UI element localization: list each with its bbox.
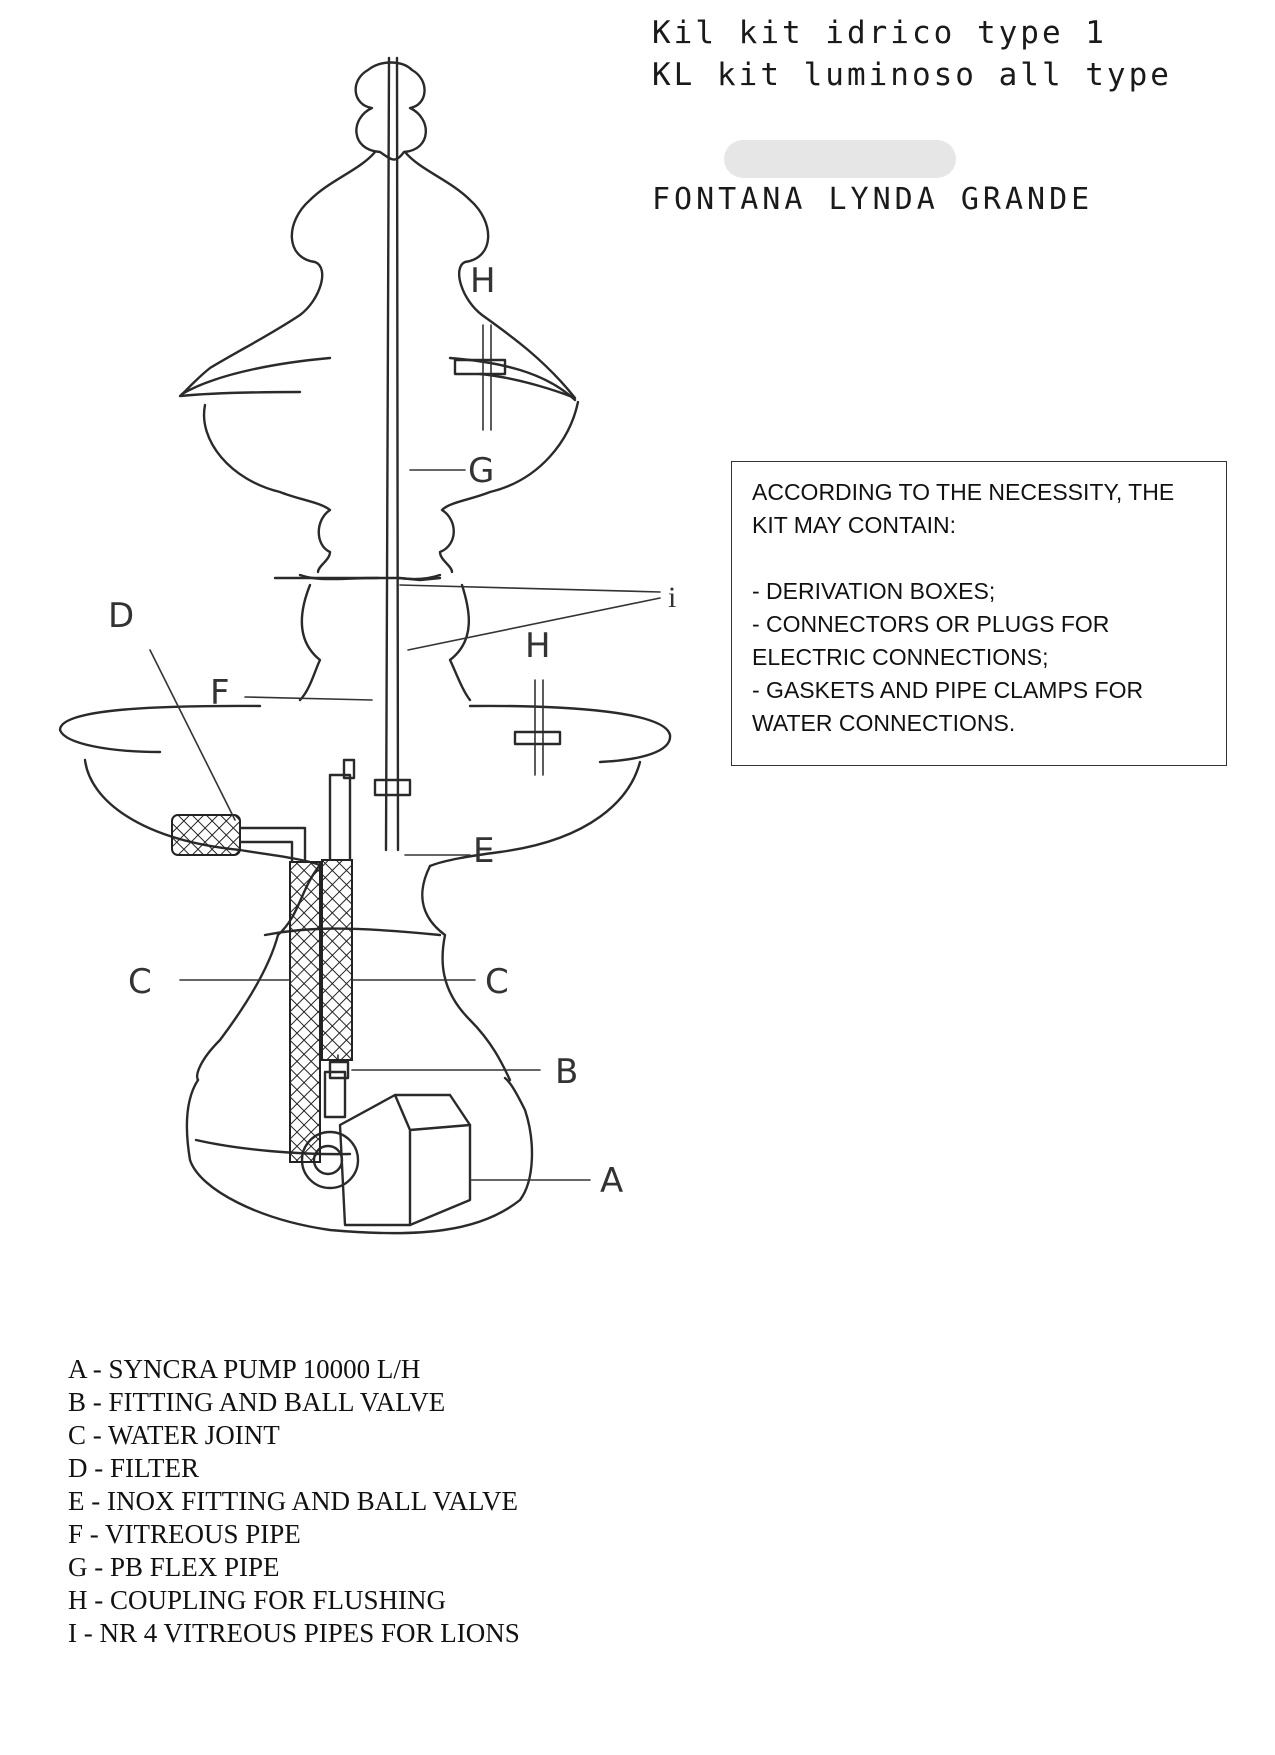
upper-tier xyxy=(178,150,577,400)
note-item: ELECTRIC CONNECTIONS; xyxy=(752,644,1049,670)
label-c-right: C xyxy=(485,962,509,1002)
water-pipe-c xyxy=(289,861,321,1163)
note-intro-line1: ACCORDING TO THE NECESSITY, THE xyxy=(752,479,1175,505)
kit-idrico-title: Kil kit idrico type 1 xyxy=(652,15,1107,51)
large-bowl-rim xyxy=(58,704,672,764)
label-h-middle: H xyxy=(525,626,551,666)
legend-item: A - SYNCRA PUMP 10000 L/H xyxy=(68,1354,421,1384)
label-h-top: H xyxy=(470,261,496,301)
base xyxy=(185,1076,534,1235)
label-i: i xyxy=(668,581,676,614)
legend-item: E - INOX FITTING AND BALL VALVE xyxy=(68,1486,518,1516)
legend-item: C - WATER JOINT xyxy=(68,1420,280,1450)
note-item: WATER CONNECTIONS. xyxy=(752,710,1016,736)
label-c-left: C xyxy=(128,962,152,1002)
water-pipe-c-inner xyxy=(321,859,353,1061)
note-item: - GASKETS AND PIPE CLAMPS FOR xyxy=(752,677,1144,703)
top-bowl xyxy=(202,400,580,574)
label-a: A xyxy=(600,1161,623,1201)
bracket xyxy=(273,576,442,582)
redacted-mark xyxy=(724,140,956,178)
label-b: B xyxy=(555,1052,578,1092)
label-f: F xyxy=(210,673,230,713)
filter-d xyxy=(171,814,241,856)
header: Kil kit idrico type 1 KL kit luminoso al… xyxy=(652,12,1252,96)
coupling-h-upper xyxy=(453,324,507,431)
label-g: G xyxy=(468,451,494,491)
parts-legend: A - SYNCRA PUMP 10000 L/H B - FITTING AN… xyxy=(68,1353,520,1650)
pedestal xyxy=(196,863,512,1082)
legend-item: G - PB FLEX PIPE xyxy=(68,1552,280,1582)
legend-item: I - NR 4 VITREOUS PIPES FOR LIONS xyxy=(68,1618,520,1648)
legend-item: D - FILTER xyxy=(68,1453,200,1483)
valve-handle xyxy=(342,758,356,780)
coupling-h-middle xyxy=(513,679,562,776)
pump xyxy=(300,1070,472,1227)
note-item: - CONNECTORS OR PLUGS FOR xyxy=(752,611,1110,637)
fitting-e xyxy=(373,778,412,797)
legend-item: B - FITTING AND BALL VALVE xyxy=(68,1387,446,1417)
label-e: E xyxy=(473,831,494,871)
filter-pipe xyxy=(238,826,307,864)
kit-luminoso-title: KL kit luminoso all type xyxy=(652,57,1172,93)
riser-pipe xyxy=(328,773,352,862)
kit-contents-note: ACCORDING TO THE NECESSITY, THE KIT MAY … xyxy=(731,461,1227,766)
leader-lines xyxy=(149,469,661,1181)
note-intro-line2: KIT MAY CONTAIN: xyxy=(752,512,957,538)
fountain-model-title: FONTANA LYNDA GRANDE xyxy=(652,182,1094,217)
legend-item: H - COUPLING FOR FLUSHING xyxy=(68,1585,447,1615)
central-rod xyxy=(384,56,400,852)
large-bowl xyxy=(83,758,642,868)
label-d: D xyxy=(108,596,134,636)
note-item: - DERIVATION BOXES; xyxy=(752,578,996,604)
middle-stem xyxy=(298,573,472,702)
finial xyxy=(354,61,427,161)
legend-item: F - VITREOUS PIPE xyxy=(68,1519,301,1549)
